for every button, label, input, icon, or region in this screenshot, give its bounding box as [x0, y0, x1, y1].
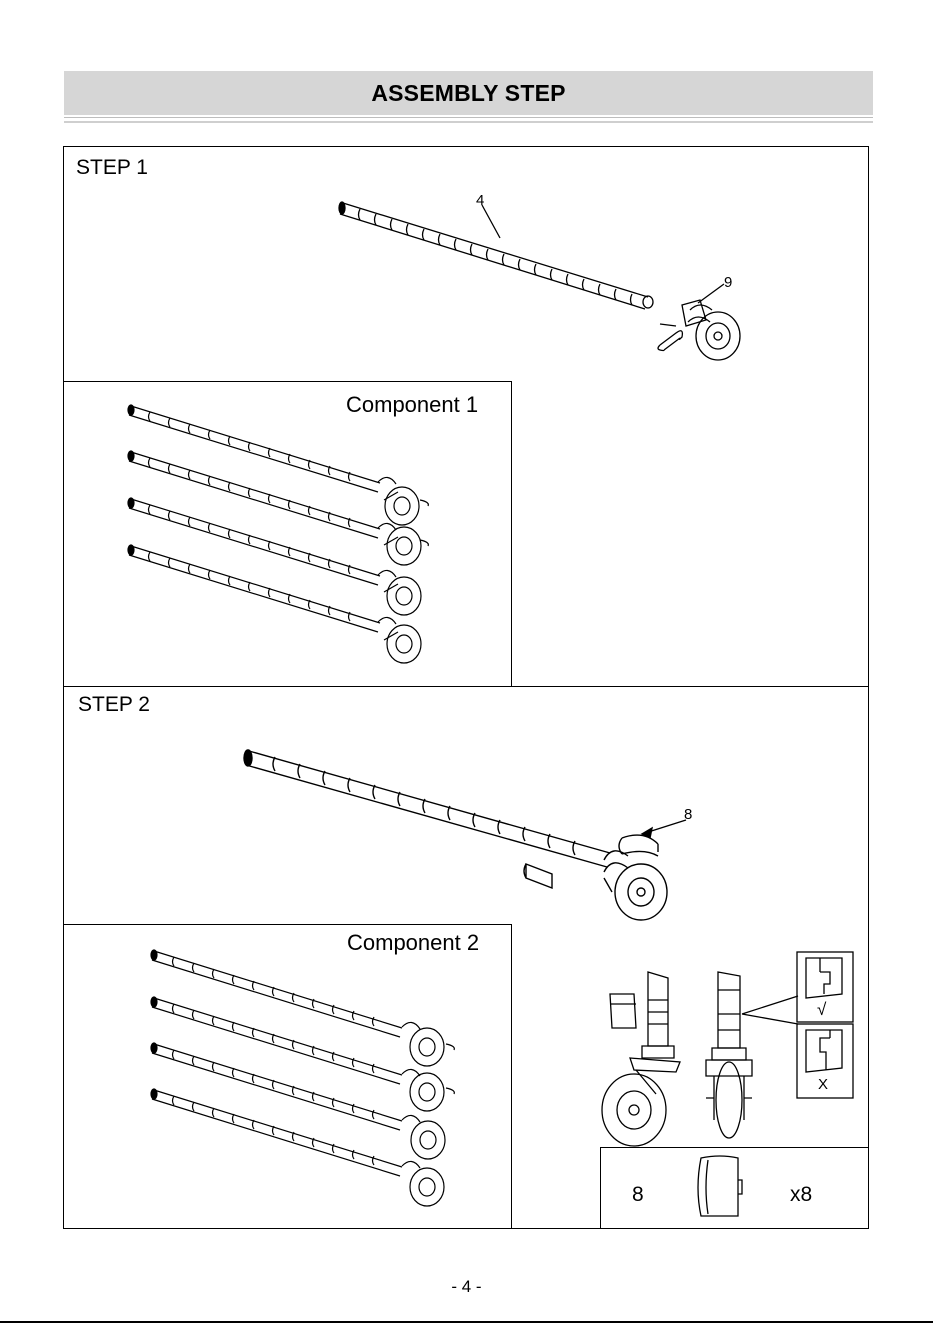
page-number: - 4 -: [0, 1277, 933, 1297]
footer-rule: [0, 1321, 933, 1323]
part-quantity: x8: [790, 1183, 812, 1207]
